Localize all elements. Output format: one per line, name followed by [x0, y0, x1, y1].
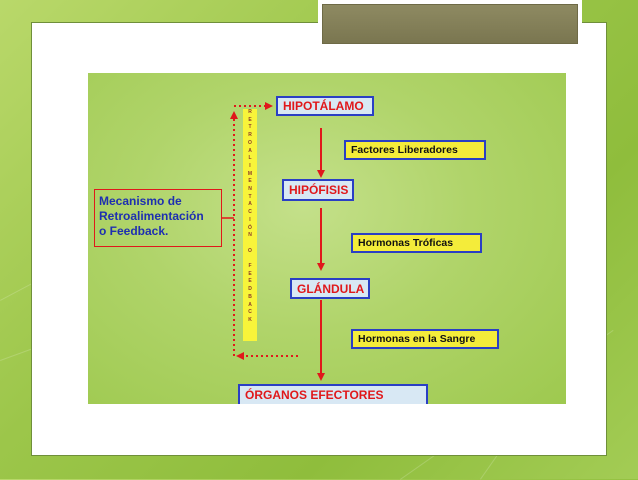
- title-placeholder: [322, 4, 578, 44]
- vertical-letter: T: [248, 124, 252, 131]
- vertical-letter: Ó: [248, 224, 252, 231]
- feedback-label-line: o Feedback.: [99, 224, 169, 238]
- vertical-letter: T: [248, 193, 252, 200]
- diagram-arrows: [222, 102, 325, 381]
- vertical-letter: A: [248, 301, 252, 308]
- vertical-letter: E: [248, 116, 252, 123]
- feedback-mechanism-box: Mecanismo de Retroalimentación o Feedbac…: [94, 189, 222, 247]
- node-hipofisis: HIPÓFISIS: [282, 179, 354, 201]
- vertical-letter: E: [248, 278, 252, 285]
- vertical-letter: N: [248, 186, 252, 193]
- vertical-letter: L: [248, 155, 252, 162]
- node-glandula: GLÁNDULA: [290, 278, 370, 299]
- vertical-letter: K: [248, 316, 252, 323]
- vertical-letter: O: [248, 139, 252, 146]
- vertical-letter: C: [248, 209, 252, 216]
- feedback-label-line: Mecanismo de: [99, 194, 182, 208]
- vertical-letter: E: [248, 270, 252, 277]
- vertical-letter: N: [248, 232, 252, 239]
- vertical-letter: [243, 255, 257, 263]
- signal-hormonas-en-la-sangre: Hormonas en la Sangre: [351, 329, 499, 349]
- vertical-letter: A: [248, 201, 252, 208]
- title-tab: [318, 0, 582, 48]
- vertical-letter: E: [248, 178, 252, 185]
- vertical-letter: [243, 240, 257, 248]
- vertical-letter: D: [248, 286, 252, 293]
- vertical-letter: R: [248, 132, 252, 139]
- vertical-letter: F: [248, 263, 252, 270]
- vertical-letter: B: [248, 293, 252, 300]
- node-organos-efectores: ÓRGANOS EFECTORES: [238, 384, 428, 404]
- vertical-letter: A: [248, 147, 252, 154]
- signal-hormonas-troficas: Hormonas Tróficas: [351, 233, 482, 253]
- vertical-letter: C: [248, 309, 252, 316]
- feedback-label-line: Retroalimentación: [99, 209, 204, 223]
- node-hipotalamo: HIPOTÁLAMO: [276, 96, 374, 116]
- vertical-letter: M: [247, 170, 253, 177]
- vertical-letter: R: [248, 109, 252, 115]
- vertical-letter: I: [249, 162, 251, 169]
- vertical-letter: O: [248, 247, 252, 254]
- vertical-letter: I: [249, 216, 251, 223]
- signal-factores-liberadores: Factores Liberadores: [344, 140, 486, 160]
